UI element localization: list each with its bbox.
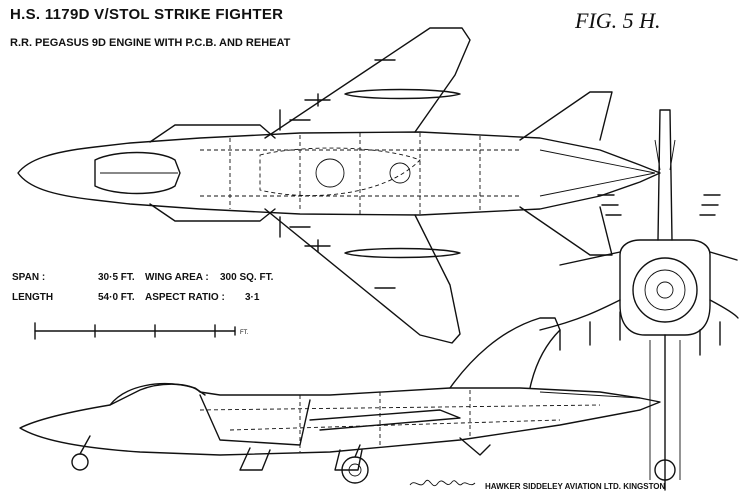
aspect-ratio-value: 3·1: [245, 292, 260, 303]
signature: [409, 479, 476, 487]
front-fin: [657, 109, 673, 241]
scale-unit-label: FT.: [240, 330, 249, 336]
wing-area-value: 300 SQ. FT.: [220, 272, 274, 283]
front-view: [539, 109, 739, 491]
length-label: LENGTH: [12, 292, 54, 303]
plan-canopy: [94, 151, 181, 195]
side-canopy: [109, 382, 206, 406]
span-value: 30·5 FT.: [98, 272, 135, 283]
drawing-subtitle: R.R. PEGASUS 9D ENGINE WITH P.C.B. AND R…: [10, 37, 291, 49]
side-wing: [309, 409, 461, 431]
length-value: 54·0 FT.: [98, 292, 135, 303]
side-fuselage: [19, 383, 661, 456]
side-nose-wheel: [71, 453, 89, 471]
plan-wing-upper: [264, 27, 471, 139]
plan-tailplane-lower: [519, 206, 613, 256]
scale-bar: [34, 322, 236, 340]
front-fuselage: [619, 239, 711, 336]
plan-view: [17, 27, 661, 344]
span-label: SPAN :: [12, 272, 46, 283]
side-view: [19, 317, 661, 484]
wing-area-label: WING AREA :: [145, 272, 209, 283]
plan-tailplane-upper: [519, 91, 613, 141]
front-wing: [539, 299, 739, 331]
drawing-title: H.S. 1179D V/STOL STRIKE FIGHTER: [10, 6, 284, 23]
side-fin: [449, 317, 561, 389]
company-footer: HAWKER SIDDELEY AVIATION LTD. KINGSTON: [485, 482, 666, 491]
plan-fuselage-outline: [17, 131, 661, 216]
aspect-ratio-label: ASPECT RATIO :: [145, 292, 225, 303]
figure-label: FIG. 5 H.: [575, 8, 661, 33]
plan-wing-lower: [264, 208, 461, 344]
